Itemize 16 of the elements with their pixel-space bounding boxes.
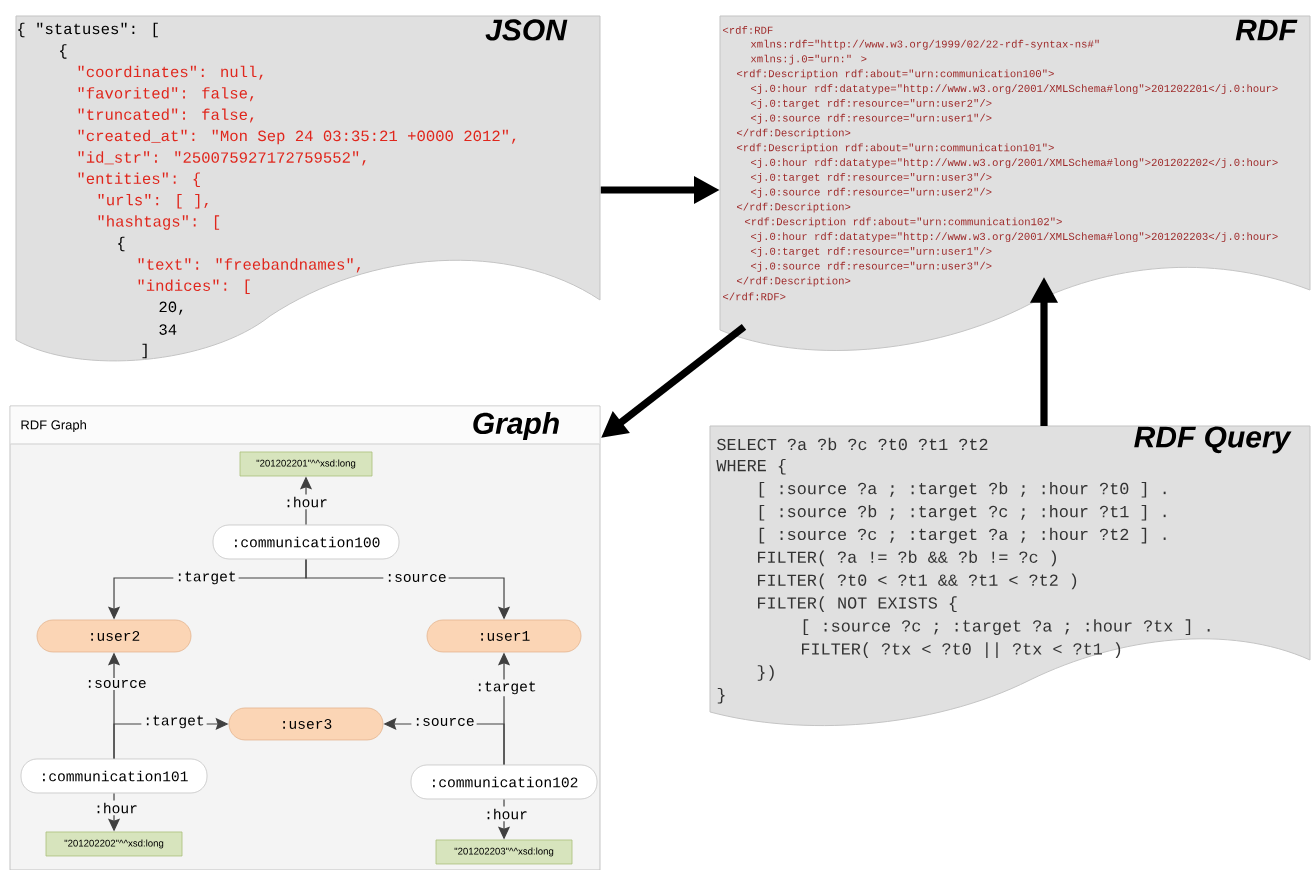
code-line: FILTER( ?tx < ?t0 || ?tx < ?t1 ) — [802, 642, 1121, 658]
panel-title: JSON — [485, 19, 568, 41]
panel-title: RDF Query — [1134, 426, 1292, 454]
code-line: [ :source ?c ; :target ?a ; :hour ?tx ] . — [803, 619, 1210, 635]
panel-title: Graph — [473, 412, 559, 440]
code-line: FILTER( NOT EXISTS { — [758, 596, 957, 612]
code-line: [ :source ?a ; :target ?b ; :hour ?t0 ] . — [759, 481, 1166, 498]
panel-title: RDF — [1235, 19, 1298, 41]
code-line: WHERE { — [716, 458, 786, 475]
code-line: [ :source ?b ; :target ?c ; :hour ?t1 ] . — [759, 504, 1166, 521]
code-line: FILTER( ?a != ?b && ?b != ?c ) — [758, 550, 1056, 567]
code-line: SELECT ?a ?b ?c ?t0 ?t1 ?t2 — [717, 437, 988, 451]
code-line: FILTER( ?t0 < ?t1 && ?t1 < ?t2 ) — [758, 573, 1077, 590]
code-line: } — [717, 687, 725, 704]
code-line: }) — [757, 665, 774, 681]
code-line: [ :source ?c ; :target ?a ; :hour ?t2 ] . — [759, 527, 1166, 544]
